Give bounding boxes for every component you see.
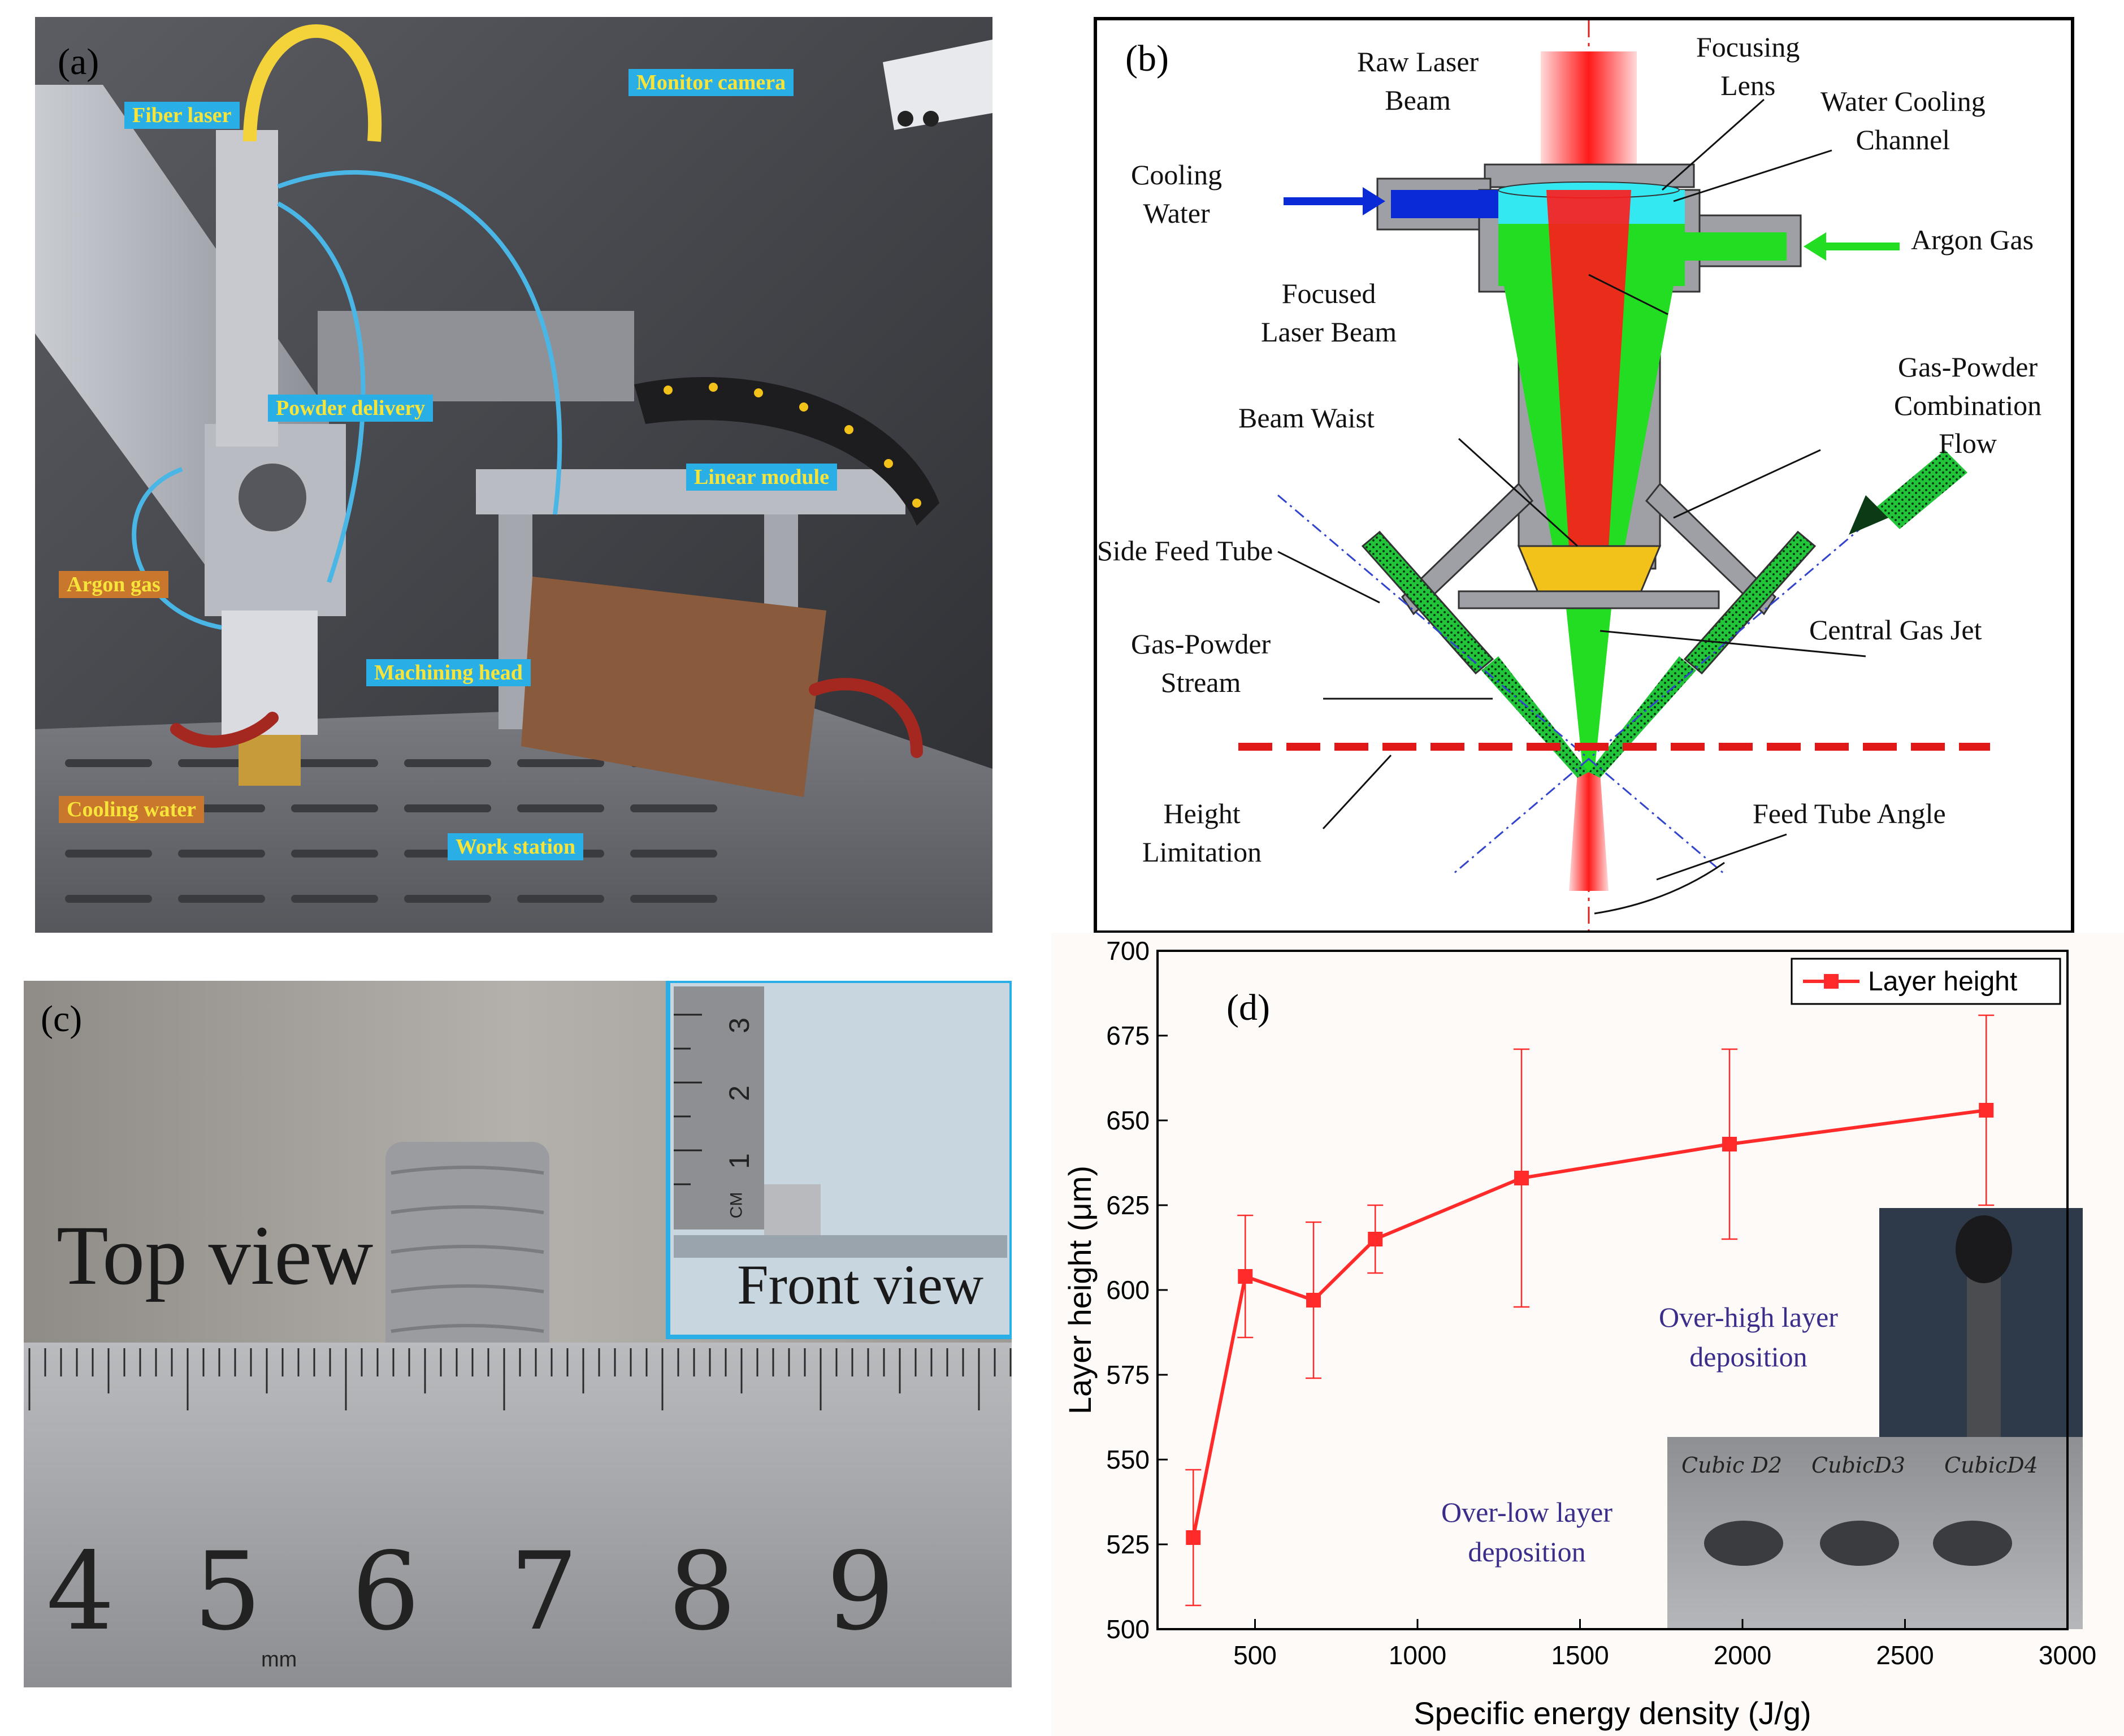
label-gas-powder-flow: Gas-Powder Combination Flow [1894,351,2042,459]
label-cooling-water: Cooling Water [1131,159,1223,229]
tag-powder-delivery: Powder delivery [268,395,434,422]
inset-ruler-1: 1 [723,1153,755,1169]
y-axis-ticks: 500 525 550 575 600 625 650 675 700 [1106,936,1168,1644]
y-tick-label: 675 [1106,1021,1150,1050]
label-raw-laser-beam: Raw Laser Beam [1357,46,1479,116]
y-tick-label: 625 [1106,1190,1150,1220]
laser-head [216,130,278,447]
cooling-channel [1391,190,1504,218]
data-point [1979,1103,1994,1118]
sample-label-d2: Cubic D2 [1681,1453,1783,1478]
tag-cooling-water: Cooling water [59,796,205,823]
top-view-label: Top view [57,1209,374,1302]
y-tick-label: 650 [1106,1106,1150,1135]
y-tick-label: 575 [1106,1360,1150,1389]
inset-ruler-unit: CM [727,1192,746,1219]
data-point [1722,1137,1737,1151]
label-height-limitation: Height Limitation [1142,798,1262,868]
y-tick-label: 550 [1106,1445,1150,1474]
annotation-over-low: Over-low layer deposition [1441,1496,1613,1568]
label-central-gas-jet: Central Gas Jet [1809,614,1982,646]
data-point [1238,1269,1253,1284]
sample-label-d4: CubicD4 [1944,1453,2038,1478]
ruler-number-6: 6 [352,1529,420,1654]
label-beam-waist: Beam Waist [1238,402,1375,434]
data-point [1186,1530,1201,1545]
ruler-number-5: 5 [193,1529,262,1654]
y-tick-label: 700 [1106,936,1150,966]
tag-machining-head: Machining head [366,659,531,686]
ruler-number-8: 8 [668,1529,736,1654]
panel-d: 500 1000 1500 2000 2500 3000 500 525 550 575 600 6… [1051,933,2124,1736]
tag-fiber-laser: Fiber laser [124,102,240,129]
label-focusing-lens: Focusing Lens [1696,31,1800,101]
gas-powder-flow-arrow [1849,450,1967,535]
copper-substrate [521,577,826,797]
panel-a-label: (a) [58,41,99,83]
layer-height-chart: 500 1000 1500 2000 2500 3000 500 525 550 575 600 6… [1062,936,2096,1731]
argon-gas-arrow [1804,232,1900,261]
cable-chain [634,377,939,526]
nozzle-schematic [1238,20,1990,930]
raw-laser-beam [1541,51,1637,181]
x-tick-label: 1500 [1551,1640,1609,1670]
label-argon-gas: Argon Gas [1911,224,2034,256]
y-tick-label: 525 [1106,1530,1150,1559]
ruler-number-4: 4 [46,1529,115,1654]
x-tick-label: 500 [1233,1640,1277,1670]
label-side-feed-tube: Side Feed Tube [1097,535,1273,566]
tag-linear-module: Linear module [686,464,837,491]
sample-cube [385,1142,549,1357]
data-point [1368,1232,1383,1246]
x-tick-label: 1000 [1389,1640,1446,1670]
tag-work-station: Work station [448,833,584,860]
ruler-number-7: 7 [510,1529,578,1654]
panel-a: (a) Fiber laser Monitor camera Powder de… [35,17,992,933]
ruler-ticks [28,1348,1012,1410]
monitor-camera [883,40,992,130]
x-tick-label: 2500 [1876,1640,1934,1670]
panel-a-photo [35,17,992,933]
data-point [1306,1293,1321,1308]
cooling-water-arrow [1284,187,1385,215]
annotation-over-high: Over-high layer deposition [1659,1301,1838,1373]
red-hoses [170,678,923,758]
fiber-cable [243,24,382,142]
central-gas-jet [1566,608,1611,772]
x-tick-label: 2000 [1714,1640,1771,1670]
ruler-unit: mm [261,1648,297,1672]
label-feed-tube-angle: Feed Tube Angle [1753,798,1946,829]
panel-c: (c) Top view Front view 4 5 6 7 8 9 mm 3… [24,981,1012,1687]
data-point [1514,1171,1529,1185]
blue-tubes [132,170,562,630]
label-gas-powder-stream: Gas-Powder Stream [1131,628,1271,698]
x-tick-label: 3000 [2039,1640,2096,1670]
legend-label: Layer height [1868,967,2017,997]
label-water-cooling-channel: Water Cooling Channel [1820,85,1986,155]
legend: Layer height [1791,958,2061,1005]
panel-c-label: (c) [41,998,83,1040]
y-tick-label: 600 [1106,1275,1150,1305]
panel-d-label: (d) [1226,987,1270,1028]
x-axis-title: Specific energy density (J/g) [1414,1695,1811,1731]
panel-b-label: (b) [1125,38,1169,79]
tag-argon-gas: Argon gas [59,571,168,598]
ruler-number-9: 9 [826,1529,895,1654]
gas-powder-stream-left [1481,656,1589,778]
focused-beam [1546,190,1631,772]
inset-ruler-2: 2 [723,1085,755,1101]
x-axis-ticks: 500 1000 1500 2000 2500 3000 [1233,1619,2096,1670]
y-axis-title: Layer height (μm) [1062,1166,1098,1414]
tag-monitor-camera: Monitor camera [628,69,794,96]
support-struts [1401,482,1776,616]
gas-powder-stream-right [1589,656,1696,778]
panel-c-photo [24,981,1012,1687]
front-view-label: Front view [737,1253,984,1316]
panel-b: (b) Raw Laser Beam Focusing Lens Water C… [1094,17,2074,934]
sample-label-d3: CubicD3 [1811,1453,1905,1478]
label-focused-laser-beam: Focused Laser Beam [1261,278,1397,348]
y-tick-label: 500 [1106,1614,1150,1644]
series-layer [1185,1014,1995,1607]
inset-ruler-3: 3 [723,1018,755,1033]
